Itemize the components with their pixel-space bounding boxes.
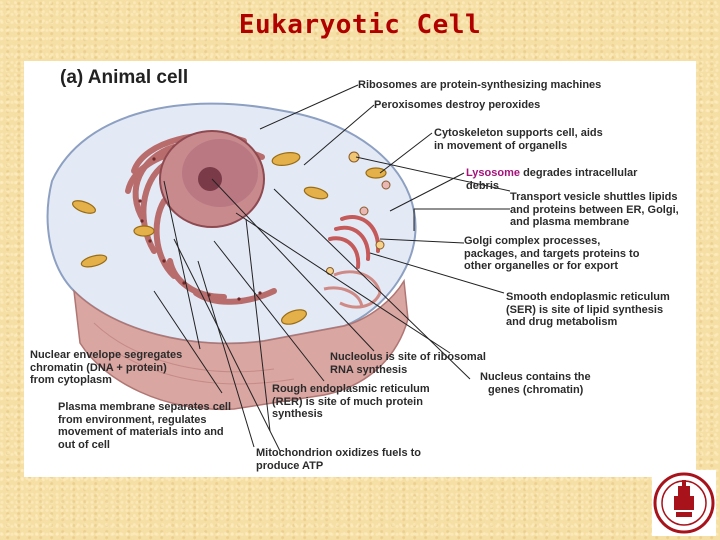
label-cytoskeleton-line-2: in movement of organells [434,139,568,152]
label-ser-line-2: (SER) is site of lipid synthesis [506,303,664,316]
label-nuclear-envelope-line-2: chromatin (DNA + protein) [30,361,167,374]
label-nuclear-envelope: Nuclear envelope segregates chromatin (D… [30,349,182,387]
leader-lines [153,84,511,452]
label-nucleolus-line-1: Nucleolus is site of ribosomal [330,351,486,363]
label-mitochondrion: Mitochondrion oxidizes fuels to produce … [256,447,421,472]
label-golgi-line-3: other organelles or for export [464,260,619,272]
label-plasma-line-2: from environment, regulates [58,413,207,426]
label-nuclear-envelope-line-3: from cytoplasm [30,374,112,386]
label-plasma-line-1: Plasma membrane separates cell [58,401,232,413]
label-lysosome-rest: degrades intracellular [520,167,638,179]
label-nucleolus-line-2: RNA synthesis [330,363,408,376]
label-lysosome-line-2: debris [466,179,500,192]
mitochondria [71,152,387,325]
label-plasma-line-4: out of cell [58,438,110,451]
label-golgi-line-1: Golgi complex processes, [464,235,601,247]
label-nucleolus: Nucleolus is site of ribosomal RNA synth… [330,351,486,376]
label-golgi: Golgi complex processes, packages, and t… [464,235,639,273]
label-transport-vesicle: Transport vesicle shuttles lipids and pr… [510,191,679,229]
vesicles [326,151,391,275]
slide-title: Eukaryotic Cell [238,10,482,40]
figure-heading: (a) Animal cell [60,67,189,88]
label-cytoskeleton: Cytoskeleton supports cell, aids in move… [434,127,603,152]
label-nuclear-envelope-line-1: Nuclear envelope segregates [30,349,183,361]
label-vesicle-line-3: and plasma membrane [510,216,630,228]
nucleolus [198,167,222,191]
label-nucleus-line-2: genes (chromatin) [488,383,584,396]
label-rer-line-2: (RER) is site of much protein [272,395,423,408]
label-golgi-line-2: packages, and targets proteins to [464,247,640,260]
label-mito-line-2: produce ATP [256,459,324,472]
label-vesicle-line-2: and proteins between ER, Golgi, [510,203,679,216]
label-cytoskeleton-line-1: Cytoskeleton supports cell, aids [434,127,603,139]
label-plasma-line-3: movement of materials into and [58,426,224,438]
label-smooth-er: Smooth endoplasmic reticulum (SER) is si… [506,291,670,329]
label-mito-line-1: Mitochondrion oxidizes fuels to [256,447,421,459]
university-seal-logo [652,470,716,536]
label-nucleus: Nucleus contains the genes (chromatin) [480,371,591,396]
label-ribosomes: Ribosomes are protein-synthesizing machi… [358,79,602,91]
label-rough-er: Rough endoplasmic reticulum (RER) is sit… [272,383,430,421]
label-ser-line-3: and drug metabolism [506,316,618,328]
cell-figure-panel: (a) Animal cell [24,61,696,477]
label-plasma-membrane: Plasma membrane separates cell from envi… [58,401,231,451]
label-rer-line-3: synthesis [272,408,323,420]
label-ser-line-1: Smooth endoplasmic reticulum [506,291,670,303]
label-peroxisomes: Peroxisomes destroy peroxides [374,99,541,111]
label-lysosome-term: Lysosome [466,167,521,179]
label-vesicle-line-1: Transport vesicle shuttles lipids [510,191,678,203]
label-nucleus-line-1: Nucleus contains the [480,371,591,383]
smooth-er [323,270,382,309]
label-rer-line-1: Rough endoplasmic reticulum [272,383,430,395]
label-lysosome: Lysosome degrades intracellular debris [466,167,637,192]
animal-cell-illustration [46,84,511,452]
